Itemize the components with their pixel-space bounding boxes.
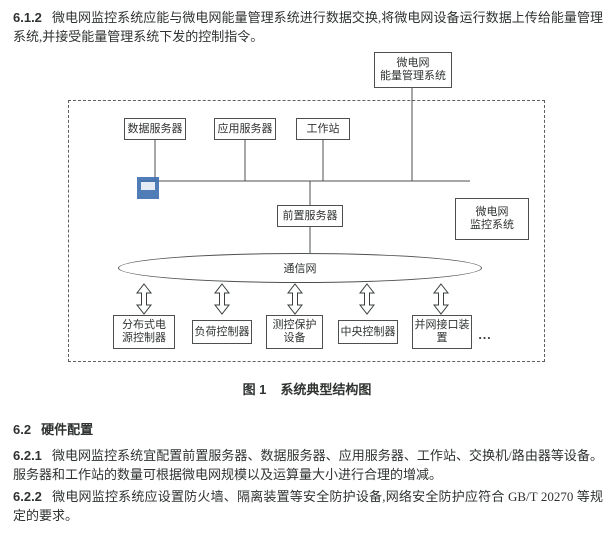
node-microgrid-scada-label: 微电网 监控系统 <box>455 198 529 240</box>
clause-6-1-2-number: 6.1.2 <box>13 10 42 25</box>
device-measure-protect-equipment: 测控保护 设备 <box>266 315 323 349</box>
node-front-end-server: 前置服务器 <box>277 205 343 227</box>
device-load-controller: 负荷控制器 <box>192 320 252 344</box>
device-central-controller: 中央控制器 <box>338 320 398 344</box>
node-data-server: 数据服务器 <box>124 118 186 140</box>
clause-6-2-2-number: 6.2.2 <box>13 489 42 504</box>
heading-6-2: 6.2 硬件配置 <box>13 420 603 439</box>
node-energy-management-system: 微电网 能量管理系统 <box>374 52 452 88</box>
clause-6-2-2-text: 微电网监控系统应设置防火墙、隔离装置等安全防护设备,网络安全防护应符合 GB/T… <box>13 489 603 523</box>
figure-caption: 图 1 系统典型结构图 <box>0 379 614 398</box>
watermark-stamp <box>137 177 159 199</box>
heading-6-2-number: 6.2 <box>13 422 32 437</box>
clause-6-1-2-text: 微电网监控系统应能与微电网能量管理系统进行数据交换,将微电网设备运行数据上传给能… <box>13 10 603 44</box>
node-communication-network: 通信网 <box>118 253 482 283</box>
figure-caption-label: 图 1 <box>242 382 267 397</box>
node-application-server: 应用服务器 <box>214 118 276 140</box>
device-grid-interface-device: 并网接口装 置 <box>412 315 472 349</box>
clause-6-2-1-text: 微电网监控系统宜配置前置服务器、数据服务器、应用服务器、工作站、交换机/路由器等… <box>13 448 603 482</box>
heading-6-2-text: 硬件配置 <box>41 422 94 437</box>
device-distributed-source-controller: 分布式电 源控制器 <box>113 315 175 349</box>
ellipsis-more-devices: … <box>478 327 492 342</box>
node-workstation: 工作站 <box>296 118 350 140</box>
figure-caption-text: 系统典型结构图 <box>280 382 372 397</box>
clause-6-2-1-number: 6.2.1 <box>13 448 42 463</box>
system-boundary-dashed-box <box>68 100 545 362</box>
